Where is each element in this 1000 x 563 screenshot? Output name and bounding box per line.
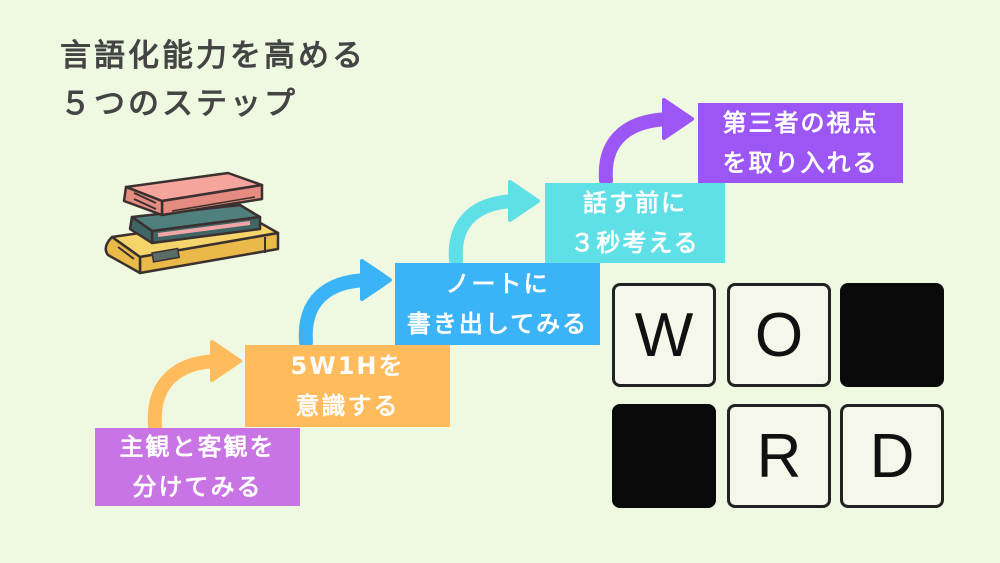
grid-tile-6: D: [840, 404, 944, 508]
step-4-line-1: 話す前に: [583, 189, 687, 217]
step-4-box: 話す前に ３秒考える: [545, 183, 725, 263]
step-1-line-1: 主観と客観を: [119, 433, 276, 461]
step-3-line-1: ノートに: [445, 270, 550, 298]
step-2-line-1: 5W1Hを: [290, 352, 405, 380]
grid-tile-2: O: [727, 283, 831, 387]
step-2-line-2: 意識する: [295, 392, 400, 420]
step-4-line-2: ３秒考える: [570, 229, 700, 257]
step-5-box: 第三者の視点 を取り入れる: [698, 103, 903, 183]
step-5-line-1: 第三者の視点: [722, 109, 879, 137]
step-1-box: 主観と客観を 分けてみる: [95, 428, 300, 506]
page-title: 言語化能力を高める ５つのステップ: [60, 32, 366, 128]
step-1-line-2: 分けてみる: [132, 473, 263, 501]
step-3-line-2: 書き出してみる: [406, 310, 589, 338]
title-line-2: ５つのステップ: [60, 86, 298, 122]
grid-tile-1: W: [612, 283, 716, 387]
arrow-icon-3: [448, 180, 540, 267]
stacked-books-icon: [104, 171, 280, 275]
title-line-1: 言語化能力を高める: [60, 38, 366, 74]
grid-tile-4-blank: [612, 404, 716, 508]
arrow-icon-1: [147, 340, 242, 433]
grid-tile-5: R: [727, 404, 831, 508]
arrow-icon-2: [298, 259, 392, 349]
step-3-box: ノートに 書き出してみる: [395, 263, 600, 345]
step-2-box: 5W1Hを 意識する: [245, 345, 450, 427]
word-puzzle-grid: W O R D: [612, 283, 946, 510]
arrow-icon-4: [598, 98, 694, 187]
grid-tile-3-blank: [840, 283, 944, 387]
step-5-line-2: を取り入れる: [722, 149, 879, 177]
